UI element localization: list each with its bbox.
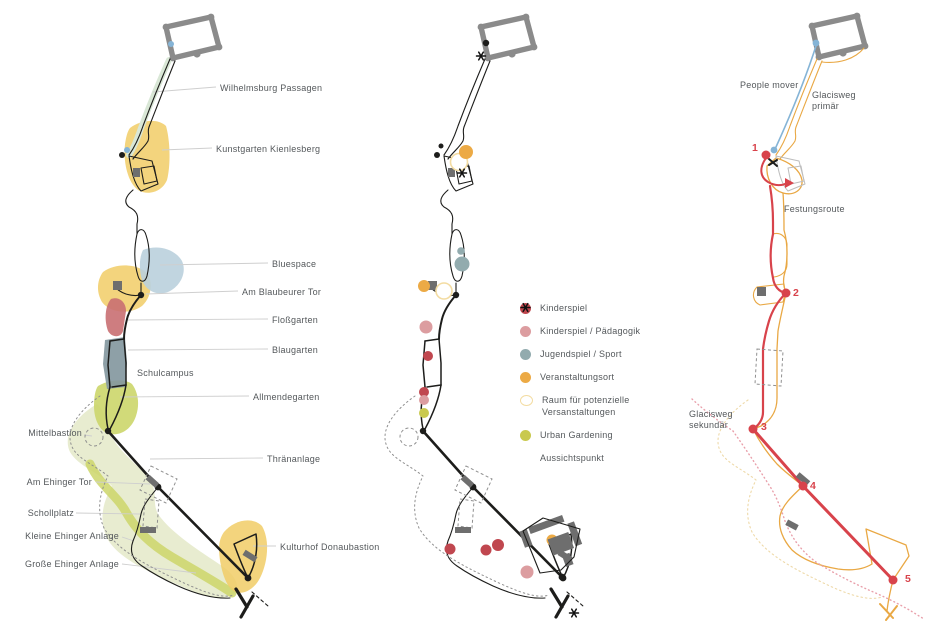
label-glacisweg-sekundaer: Glacisweg sekundär xyxy=(689,409,733,430)
label-am-blaubeurer-tor: Am Blaubeurer Tor xyxy=(242,287,322,297)
label-kleine-ehinger-anlage: Kleine Ehinger Anlage xyxy=(25,531,119,541)
label-schollplatz: Schollplatz xyxy=(27,508,74,518)
legend: Kinderspiel Kinderspiel / Pädagogik Juge… xyxy=(520,302,680,475)
legend-item-jugendspiel-sport: Jugendspiel / Sport xyxy=(520,348,680,360)
program-dots xyxy=(418,247,558,579)
label-am-ehinger-tor: Am Ehinger Tor xyxy=(26,477,92,487)
label-thraenanlage: Thränanlage xyxy=(267,454,321,464)
label-people-mover: People mover xyxy=(740,80,799,90)
label-grosse-ehinger-anlage: Große Ehinger Anlage xyxy=(24,559,119,569)
label-festungsroute: Festungsroute xyxy=(784,204,845,214)
people-mover-line xyxy=(775,45,817,148)
viewpoint-asterisk xyxy=(475,51,487,61)
people-mover-stop-dot xyxy=(124,147,130,153)
label-mittelbastion: Mittelbastion xyxy=(28,428,82,438)
label-flossgarten: Floßgarten xyxy=(272,315,319,325)
label-glacisweg-primaer: Glacisweg primär xyxy=(812,90,856,111)
leader-lines xyxy=(75,86,276,574)
waypoint-1: 1 xyxy=(752,142,758,154)
label-wilhelmsburg-passagen: Wilhelmsburg Passagen xyxy=(220,83,323,93)
legend-item-kinderspiel-paedagogik: Kinderspiel / Pädagogik xyxy=(520,325,680,337)
festungsroute-line xyxy=(751,157,895,582)
label-kunstgarten-kienlesberg: Kunstgarten Kienlesberg xyxy=(216,144,321,154)
people-mover-stop-dot xyxy=(168,41,174,47)
left-map xyxy=(67,14,276,617)
glacisweg-primaer-line xyxy=(752,47,910,621)
glacisweg-sekundaer-line xyxy=(691,398,925,620)
paedagogik-dot-icon xyxy=(520,326,531,337)
raum-ring-icon xyxy=(520,395,533,406)
legend-item-veranstaltungsort: Veranstaltungsort xyxy=(520,371,680,383)
legend-item-aussichtspunkt: Aussichtspunkt xyxy=(520,302,680,464)
label-schulcampus: Schulcampus xyxy=(137,368,194,378)
legend-item-urban-gardening: Urban Gardening xyxy=(520,429,680,441)
label-kulturhof-donaubastion: Kulturhof Donaubastion xyxy=(280,542,380,552)
asterisk-icon xyxy=(520,302,531,464)
label-blaugarten: Blaugarten xyxy=(272,345,319,355)
middle-map xyxy=(385,14,588,617)
waypoint-4: 4 xyxy=(810,480,816,492)
waypoint-2: 2 xyxy=(793,287,799,299)
right-map xyxy=(691,13,925,621)
waypoint-dots xyxy=(748,150,898,585)
label-bluespace: Bluespace xyxy=(272,259,317,269)
waypoint-5: 5 xyxy=(905,573,911,585)
viewpoint-asterisk xyxy=(568,608,580,618)
waypoint-3: 3 xyxy=(761,421,767,433)
veranstaltungsort-dot-icon xyxy=(520,372,531,383)
legend-item-raum-potenzielle-veranstaltungen: Raum für potenzielle Versanstaltungen xyxy=(520,394,680,418)
jugendspiel-dot-icon xyxy=(520,349,531,360)
legend-item-kinderspiel: Kinderspiel xyxy=(520,302,680,314)
label-allmendegarten: Allmendegarten xyxy=(253,392,320,402)
urban-gardening-dot-icon xyxy=(520,430,531,441)
